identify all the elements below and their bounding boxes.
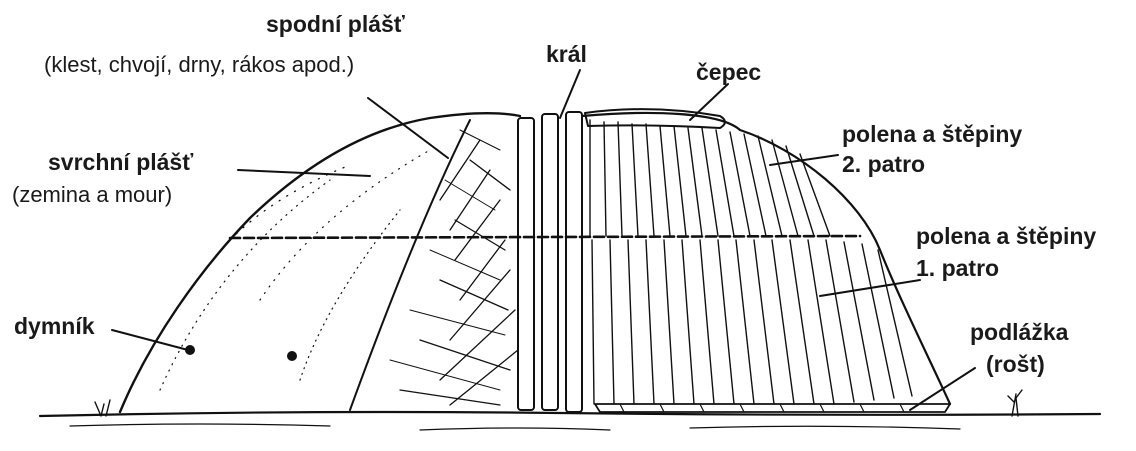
label-dymnik: dymník <box>14 313 95 339</box>
inner-brush-layer <box>350 120 518 410</box>
label-polena-2-title: polena a štěpiny <box>842 121 1022 147</box>
label-polena-2-floor: 2. patro <box>842 151 925 177</box>
label-podlazka-title: podlážka <box>970 319 1069 345</box>
ground <box>40 390 1100 430</box>
smoke-hole <box>287 351 297 361</box>
label-podlazka-note: (rošt) <box>986 351 1045 377</box>
label-kral: král <box>546 41 587 67</box>
label-cepec: čepec <box>696 59 761 85</box>
label-spodni-plast-title: spodní plášť <box>266 11 406 37</box>
label-polena-1-floor: 1. patro <box>916 255 999 281</box>
label-svrchni-plast-title: svrchní plášť <box>48 149 194 175</box>
label-spodni-plast-note: (klest, chvojí, drny, rákos apod.) <box>44 52 354 77</box>
label-polena-1-title: polena a štěpiny <box>916 223 1096 249</box>
base-grate <box>595 404 950 412</box>
label-svrchni-plast-note: (zemina a mour) <box>12 182 172 207</box>
central-posts <box>518 112 582 412</box>
